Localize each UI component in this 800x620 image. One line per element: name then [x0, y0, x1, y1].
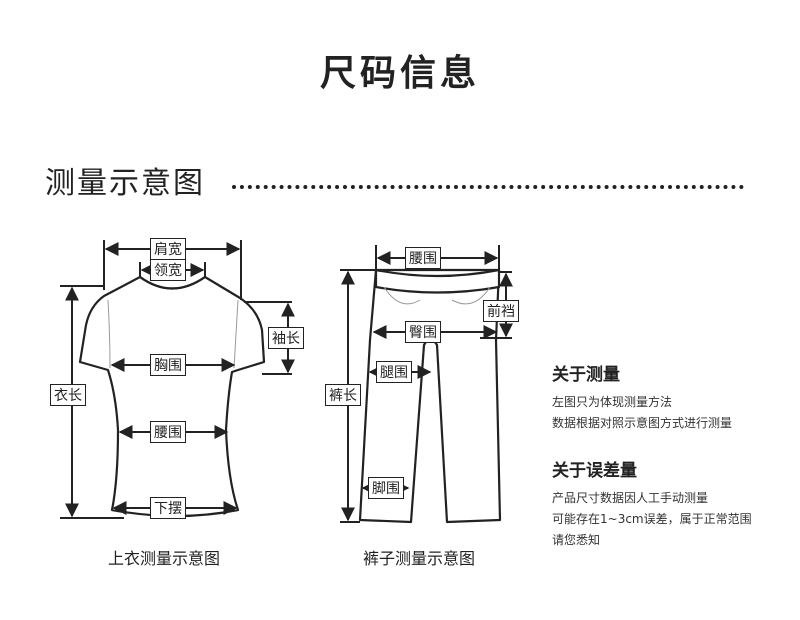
tag-waist: 腰围	[150, 421, 186, 443]
tag-collar: 领宽	[150, 259, 186, 281]
about-error-line-2: 可能存在1~3cm误差，属于正常范围	[552, 512, 752, 526]
about-measure-line-2: 数据根据对照示意图方式进行测量	[552, 416, 733, 430]
about-error-heading: 关于误差量	[552, 461, 637, 481]
tag-shoulder: 肩宽	[150, 238, 186, 260]
about-measure-line-1: 左图只为体现测量方法	[552, 395, 673, 409]
tag-pants-length: 裤长	[325, 384, 361, 406]
tag-sleeve: 袖长	[268, 327, 304, 349]
page-title: 尺码信息	[319, 53, 480, 94]
tshirt-figure	[78, 275, 266, 518]
tag-rise: 前裆	[483, 300, 519, 322]
tshirt-collar	[139, 276, 206, 290]
tag-ankle: 脚围	[368, 477, 404, 499]
tag-pants-waist: 腰围	[405, 247, 441, 269]
tag-hem: 下摆	[150, 497, 186, 519]
section-title: 测量示意图	[45, 166, 205, 201]
tshirt-outline	[78, 275, 266, 518]
tag-thigh: 腿围	[376, 361, 412, 383]
pants-caption: 裤子测量示意图	[363, 549, 476, 568]
about-measure-heading: 关于测量	[552, 365, 620, 385]
about-error-line-1: 产品尺寸数据因人工手动测量	[552, 491, 709, 505]
tag-chest: 胸围	[150, 354, 186, 376]
dotted-divider	[232, 185, 744, 189]
about-error-line-3: 请您悉知	[552, 533, 601, 547]
tag-length: 衣长	[50, 384, 86, 406]
shirt-caption: 上衣测量示意图	[108, 549, 221, 568]
tag-hip: 臀围	[405, 321, 441, 343]
